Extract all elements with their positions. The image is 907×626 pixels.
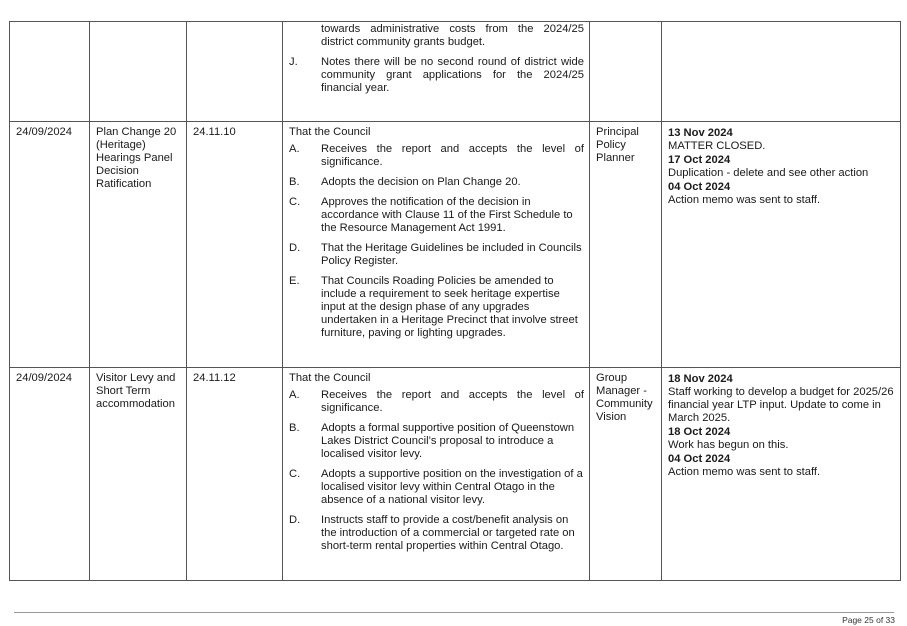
resolution-item: E. That Councils Roading Policies be ame… [289, 275, 584, 340]
resolution-text: Notes there will be no second round of d… [321, 56, 584, 94]
resolution-text: Receives the report and accepts the leve… [321, 143, 584, 168]
resolution-text: Adopts a formal supportive position of Q… [321, 422, 575, 460]
progress-date: 17 Oct 2024 [668, 154, 731, 166]
resolution-letter: A. [289, 143, 300, 155]
resolution-item: B. Adopts a formal supportive position o… [289, 422, 584, 461]
progress-date: 18 Nov 2024 [668, 373, 733, 385]
resolution-text: That the Heritage Guidelines be included… [321, 242, 582, 267]
resolution-item: A. Receives the report and accepts the l… [289, 143, 584, 169]
resolution-letter: E. [289, 275, 300, 287]
progress-note: Duplication - delete and see other actio… [668, 167, 869, 179]
resolution-text: Approves the notification of the decisio… [321, 196, 573, 234]
resolution-cell: That the Council A. Receives the report … [282, 367, 590, 581]
resolution-continuation: towards administrative costs from the 20… [321, 23, 584, 48]
responsible-cell: Principal Policy Planner [589, 121, 662, 368]
resolution-item: D. Instructs staff to provide a cost/ben… [289, 514, 584, 553]
resolution-letter: B. [289, 176, 300, 188]
resolution-text: Adopts the decision on Plan Change 20. [321, 176, 521, 188]
resolution-letter: D. [289, 242, 301, 254]
progress-date: 04 Oct 2024 [668, 181, 731, 193]
progress-note: Action memo was sent to staff. [668, 466, 821, 478]
resolution-item: C. Approves the notification of the deci… [289, 196, 584, 235]
resolution-letter: D. [289, 514, 301, 526]
table-row: towards administrative costs from the 20… [9, 21, 901, 122]
resolution-item: C. Adopts a supportive position on the i… [289, 468, 584, 507]
date-cell [9, 21, 90, 122]
date-cell: 24/09/2024 [9, 121, 90, 368]
resolution-text: That Councils Roading Policies be amende… [321, 275, 578, 339]
resolution-letter: A. [289, 389, 300, 401]
resolution-cell: That the Council A. Receives the report … [282, 121, 590, 368]
resolution-letter: J. [289, 56, 298, 68]
resolution-text: Adopts a supportive position on the inve… [321, 468, 583, 506]
resolution-letter: C. [289, 468, 301, 480]
resolution-letter: B. [289, 422, 300, 434]
resolution-text: Instructs staff to provide a cost/benefi… [321, 514, 575, 552]
table-row: 24/09/2024 Visitor Levy and Short Term a… [9, 367, 901, 581]
resolution-item: B. Adopts the decision on Plan Change 20… [289, 176, 584, 189]
progress-cell: 18 Nov 2024 Staff working to develop a b… [661, 367, 901, 581]
responsible-cell [589, 21, 662, 122]
date-cell: 24/09/2024 [9, 367, 90, 581]
page-number: Page 25 of 33 [842, 615, 895, 625]
ref-cell: 24.11.12 [186, 367, 283, 581]
progress-cell: 13 Nov 2024 MATTER CLOSED. 17 Oct 2024 D… [661, 121, 901, 368]
item-cell [89, 21, 187, 122]
resolution-item: J. Notes there will be no second round o… [289, 56, 584, 95]
ref-cell [186, 21, 283, 122]
item-cell: Visitor Levy and Short Term accommodatio… [89, 367, 187, 581]
progress-note: MATTER CLOSED. [668, 140, 766, 152]
table-row: 24/09/2024 Plan Change 20 (Heritage) Hea… [9, 121, 901, 368]
progress-date: 04 Oct 2024 [668, 453, 731, 465]
progress-note: Work has begun on this. [668, 439, 789, 451]
resolution-item: D. That the Heritage Guidelines be inclu… [289, 242, 584, 268]
resolution-item: A. Receives the report and accepts the l… [289, 389, 584, 415]
resolution-cell: towards administrative costs from the 20… [282, 21, 590, 122]
footer-divider [14, 612, 894, 613]
item-cell: Plan Change 20 (Heritage) Hearings Panel… [89, 121, 187, 368]
progress-date: 18 Oct 2024 [668, 426, 731, 438]
resolution-intro: That the Council [289, 372, 371, 384]
progress-date: 13 Nov 2024 [668, 127, 733, 139]
responsible-cell: Group Manager - Community Vision [589, 367, 662, 581]
ref-cell: 24.11.10 [186, 121, 283, 368]
action-register-table: towards administrative costs from the 20… [9, 21, 901, 581]
resolution-letter: C. [289, 196, 301, 208]
progress-note: Action memo was sent to staff. [668, 194, 821, 206]
progress-note: Staff working to develop a budget for 20… [668, 386, 894, 424]
resolution-intro: That the Council [289, 126, 371, 138]
resolution-text: Receives the report and accepts the leve… [321, 389, 584, 414]
progress-cell [661, 21, 901, 122]
